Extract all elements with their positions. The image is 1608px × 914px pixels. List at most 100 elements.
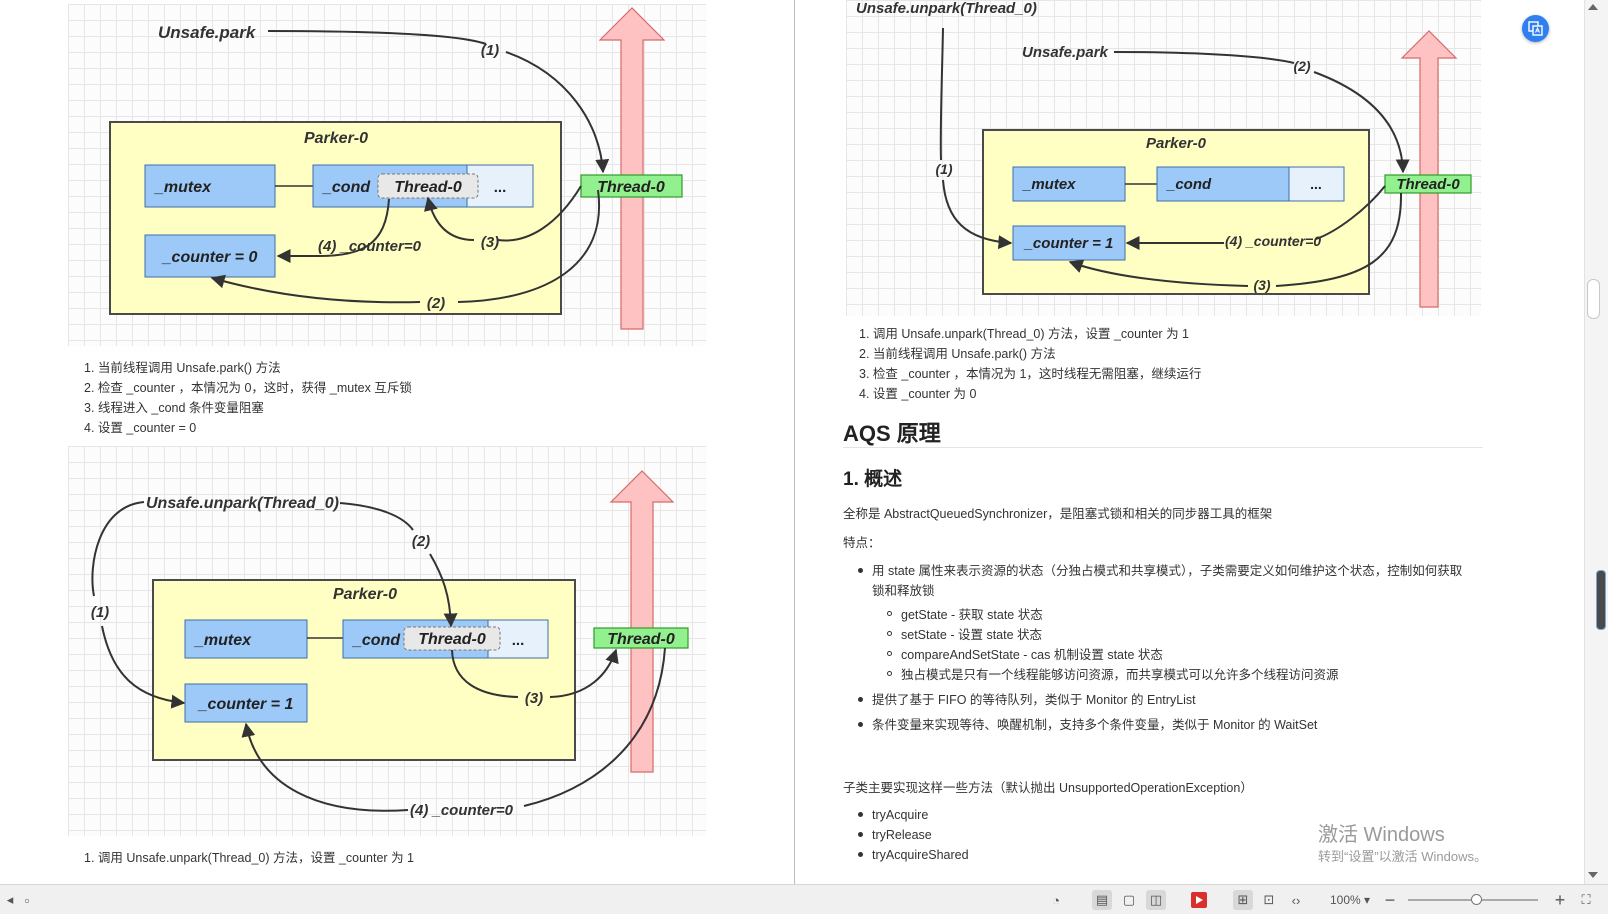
scrollbar-thumb[interactable] <box>1587 279 1600 319</box>
translate-float-button[interactable] <box>1522 15 1549 42</box>
bullet-dot <box>858 852 863 857</box>
step-4-label: (4) _counter=0 <box>410 802 514 819</box>
thread-label: Thread-0 <box>607 631 675 648</box>
mutex-box <box>1012 166 1126 202</box>
page-divider <box>794 0 795 884</box>
unpark-park-step-3: 3. 检查 _counter ，本情况为 1，这时线程无需阻塞，继续运行 <box>859 367 1202 381</box>
zoom-level[interactable]: 100% ▾ <box>1330 893 1371 907</box>
unpark-park-diagram-svg: Parker-0 _mutex _cond ... _counter = 1 T… <box>856 0 1472 308</box>
step-4-label: (4) _counter=0 <box>1225 233 1321 249</box>
unpark-diagram: Parker-0 _mutex _cond Thread-0 ... _coun… <box>68 446 706 836</box>
park-step-4: 4. 设置 _counter = 0 <box>84 421 197 435</box>
method-tryacquireshared-text: tryAcquireShared <box>872 848 969 862</box>
method-tryrelease: tryRelease <box>858 825 969 845</box>
sub-item-modes-text: 独占模式是只有一个线程能够访问资源，而共享模式可以允许多个线程访问资源 <box>901 668 1339 682</box>
park-diagram: Parker-0 _mutex _cond Thread-0 ... _coun… <box>68 4 706 346</box>
method-tryacquireshared: tryAcquireShared <box>858 845 969 865</box>
sub-item-modes: 独占模式是只有一个线程能够访问资源，而共享模式可以允许多个线程访问资源 <box>887 665 1339 685</box>
translate-icon <box>1528 21 1543 36</box>
parker-label: Parker-0 <box>333 586 397 603</box>
bullet-ring <box>887 611 892 616</box>
unpark-diagram-svg: Parker-0 _mutex _cond Thread-0 ... _coun… <box>91 470 689 819</box>
feature-state-line2: 锁和释放锁 <box>872 584 935 598</box>
cond-label: _cond <box>352 632 401 649</box>
scroll-down-arrow-icon[interactable] <box>1588 872 1598 878</box>
code-view-icon[interactable]: ‹› <box>1291 892 1301 908</box>
fit-page-icon[interactable]: ⊞ <box>1233 890 1253 910</box>
heading-rule <box>843 447 1483 448</box>
parker-label: Parker-0 <box>1146 135 1207 152</box>
sub-item-cas: compareAndSetState - cas 机制设置 state 状态 <box>887 645 1339 665</box>
park-step-2: 2. 检查 _counter ，本情况为 0，这时，获得 _mutex 互斥锁 <box>84 381 412 395</box>
cond-ellipsis: ... <box>1310 176 1322 192</box>
single-page-icon[interactable]: ▢ <box>1122 892 1136 907</box>
unpark-park-diagram: Parker-0 _mutex _cond ... _counter = 1 T… <box>846 0 1481 316</box>
left-page: Parker-0 _mutex _cond Thread-0 ... _coun… <box>0 0 794 884</box>
method-tryacquire-text: tryAcquire <box>872 808 929 822</box>
cond-thread-chip <box>403 626 501 651</box>
bullet-dot <box>858 832 863 837</box>
prev-page-icon[interactable]: ◂ <box>6 892 14 907</box>
cond-ellipsis: ... <box>494 179 507 196</box>
mutex-label: _mutex <box>1022 176 1076 193</box>
cond-label: _cond <box>322 179 371 196</box>
vertical-scrollbar[interactable] <box>1584 0 1608 884</box>
park-step-1: 1. 当前线程调用 Unsafe.park() 方法 <box>84 361 281 375</box>
step-2-label: (2) <box>1293 58 1310 74</box>
fit-width-icon[interactable]: ⊡ <box>1263 892 1275 907</box>
methods-intro-text: 子类主要实现这样一些方法（默认抛出 UnsupportedOperationEx… <box>843 781 1253 795</box>
two-page-icon[interactable]: ◫ <box>1146 890 1166 910</box>
zoom-out-icon[interactable]: − <box>1384 889 1396 910</box>
play-slideshow-icon[interactable] <box>1189 890 1209 910</box>
sub-item-getstate-text: getState - 获取 state 状态 <box>901 608 1043 622</box>
aqs-heading: AQS 原理 <box>843 421 941 446</box>
eye-protection-icon[interactable]: ◔ <box>1052 892 1060 908</box>
thread-box <box>1384 174 1472 194</box>
park-call-label: Unsafe.park <box>158 23 257 42</box>
status-bar: ◂ ▫ ◔ ▤ ▢ ◫ ⊞ ⊡ ‹› 100% ▾ − + ⛶ <box>0 884 1608 914</box>
continuous-view-icon[interactable]: ▤ <box>1092 890 1112 910</box>
unpark-call-label: Unsafe.unpark(Thread_0) <box>856 0 1037 17</box>
step-2-label: (2) <box>427 295 445 312</box>
cond-extra-cell <box>1288 166 1345 202</box>
cond-ellipsis: ... <box>512 632 525 649</box>
bullet-ring <box>887 671 892 676</box>
activate-windows-subtitle: 转到“设置”以激活 Windows。 <box>1318 849 1488 864</box>
mutex-label: _mutex <box>154 179 212 196</box>
method-tryacquire: tryAcquire <box>858 805 969 825</box>
side-panel-handle[interactable] <box>1596 570 1606 630</box>
step-3-label: (3) <box>481 234 499 251</box>
park-call-label: Unsafe.park <box>1022 44 1109 61</box>
method-tryrelease-text: tryRelease <box>872 828 932 842</box>
fullscreen-icon[interactable]: ⛶ <box>1581 892 1591 907</box>
sub-item-getstate: getState - 获取 state 状态 <box>887 605 1339 625</box>
zoom-level-value: 100% <box>1330 893 1361 907</box>
mutex-box <box>184 619 308 659</box>
features-list-continued: 提供了基于 FIFO 的等待队列，类似于 Monitor 的 EntryList… <box>858 690 1318 735</box>
counter-label: _counter = 0 <box>162 249 258 266</box>
scroll-up-arrow-icon[interactable] <box>1588 4 1598 10</box>
thread-progress-arrow <box>609 470 675 773</box>
sub-item-cas-text: compareAndSetState - cas 机制设置 state 状态 <box>901 648 1163 662</box>
zoom-slider-knob[interactable] <box>1471 894 1482 905</box>
feature-condition-text: 条件变量来实现等待、唤醒机制，支持多个条件变量，类似于 Monitor 的 Wa… <box>872 718 1318 732</box>
aqs-intro-text: 全称是 AbstractQueuedSynchronizer，是阻塞式锁和相关的… <box>843 507 1273 521</box>
step-3-label: (3) <box>525 690 543 707</box>
sub-item-setstate: setState - 设置 state 状态 <box>887 625 1339 645</box>
thread-box <box>593 627 689 649</box>
bullet-dot <box>858 722 863 727</box>
step-1-label: (1) <box>935 161 952 177</box>
unpark-park-step-2: 2. 当前线程调用 Unsafe.park() 方法 <box>859 347 1056 361</box>
document-icon[interactable]: ▫ <box>24 892 30 908</box>
park-diagram-svg: Parker-0 _mutex _cond Thread-0 ... _coun… <box>109 7 683 330</box>
thread-label: Thread-0 <box>1396 176 1460 193</box>
unpark-steps-list: 1. 调用 Unsafe.unpark(Thread_0) 方法，设置 _cou… <box>84 848 414 868</box>
zoom-slider[interactable] <box>1408 894 1538 905</box>
parker-label: Parker-0 <box>304 130 368 147</box>
zoom-in-icon[interactable]: + <box>1554 889 1566 910</box>
step-4-label: (4) _counter=0 <box>318 238 422 255</box>
thread-progress-arrow <box>1400 30 1458 308</box>
bullet-ring <box>887 651 892 656</box>
feature-item-fifo: 提供了基于 FIFO 的等待队列，类似于 Monitor 的 EntryList <box>858 690 1317 715</box>
counter-box <box>144 234 276 278</box>
